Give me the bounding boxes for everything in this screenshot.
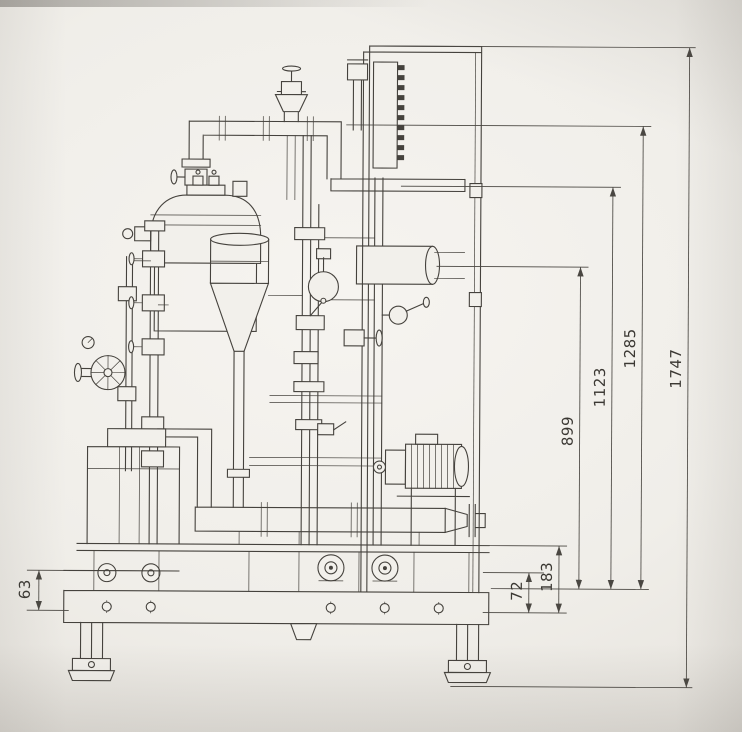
dimension-899: 899: [559, 267, 584, 590]
cabinet-hinge: [469, 182, 483, 199]
anchor-bolts: [101, 600, 444, 615]
main-handwheel-icon: [73, 355, 126, 391]
valve-handwheel-icon: [375, 329, 383, 347]
dimension-1747: 1747: [667, 47, 693, 688]
dimension-1123: 1123: [591, 187, 617, 590]
pipe-flange: [226, 468, 251, 478]
side-valve: [343, 329, 365, 347]
motor: [372, 433, 470, 546]
dimension-label-899: 899: [559, 416, 577, 446]
float-ball: [307, 271, 339, 303]
dimension-label-72: 72: [508, 581, 526, 601]
terminal-strip-icon: [397, 65, 405, 161]
dimension-extension-lines: [26, 45, 696, 689]
machine-foot-right: [443, 623, 492, 684]
base-pumps: [317, 554, 399, 582]
dimension-label-183: 183: [538, 562, 556, 592]
valve-handle-icon: [282, 65, 302, 72]
valve-handwheel-icon: [170, 169, 178, 185]
control-cabinet: [360, 45, 483, 594]
horizontal-vessel: [355, 245, 465, 285]
dimension-63: 63: [16, 570, 43, 611]
sampling-valve: [388, 305, 408, 325]
dimension-183: 183: [538, 545, 563, 613]
dimension-label-1123: 1123: [591, 367, 609, 407]
top-valve: [280, 80, 303, 96]
left-tank: [86, 428, 181, 583]
cabinet-hinge: [468, 291, 482, 308]
support-pad: [289, 623, 318, 641]
separator-bowl: [122, 169, 262, 332]
funnel: [274, 93, 309, 113]
dimension-label-1285: 1285: [621, 328, 639, 368]
support-frame: [249, 177, 466, 546]
left-valve-train: [73, 220, 169, 545]
base-frame: [63, 542, 492, 684]
discharge-piping: [157, 428, 486, 546]
dimension-label-63: 63: [16, 579, 34, 599]
dimension-72: 72: [508, 572, 533, 613]
pipe-reducer: [444, 507, 468, 534]
dimension-label-1747: 1747: [667, 348, 685, 388]
dimension-1285: 1285: [621, 126, 647, 590]
cyclone-hopper: [209, 232, 303, 508]
center-column: [293, 135, 430, 546]
machine-foot-left: [67, 621, 116, 682]
